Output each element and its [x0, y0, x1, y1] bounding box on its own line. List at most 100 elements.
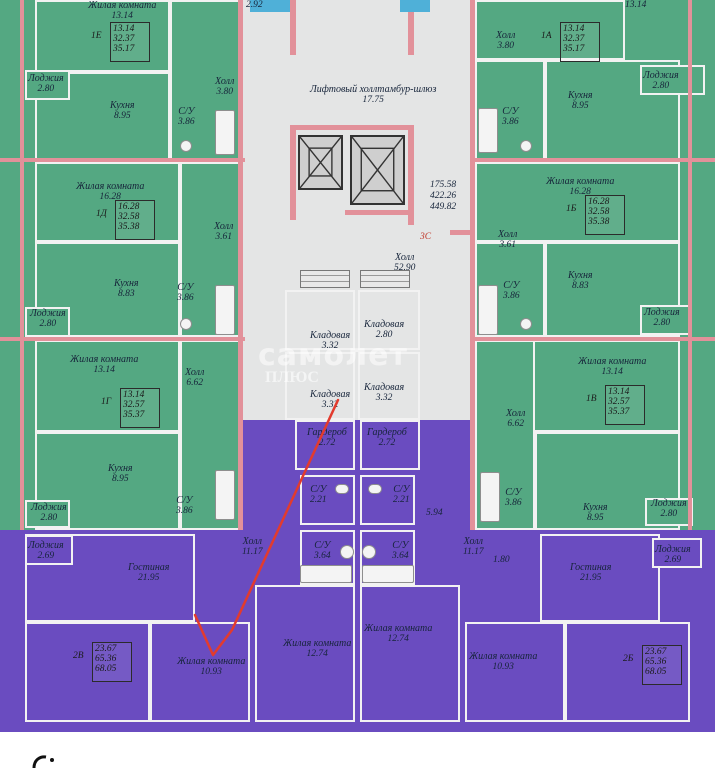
room-name: С/У: [503, 280, 520, 291]
room-area: 2.80: [37, 84, 55, 94]
sink: [340, 545, 354, 559]
room-hall-1g: [180, 340, 242, 530]
apartment-number: 1Б: [566, 204, 577, 214]
room-name: Лифтовый холл: [310, 84, 378, 95]
room-area: 2.80: [660, 509, 678, 519]
room-area: 3.64: [314, 551, 331, 561]
room-living-1b: [475, 162, 680, 242]
toilet: [520, 318, 532, 330]
apartment-area-total: 35.38: [588, 217, 610, 227]
room-living-1g: [35, 340, 180, 432]
room-name: Лоджия: [644, 307, 680, 318]
bathtub: [478, 108, 498, 153]
loggia-l2: [25, 307, 70, 337]
bathtub: [478, 285, 498, 335]
label-core-tag: 3С: [420, 232, 431, 243]
apartment-number: 1Е: [91, 31, 102, 41]
apartment-area-living: 16.28: [588, 197, 610, 207]
label-mid-val: 5.94: [426, 508, 443, 519]
room-area: 8.95: [571, 101, 589, 111]
apartment-area-live: 32.58: [588, 207, 610, 217]
watermark-sub-text: ПЛЮС: [265, 369, 319, 386]
room-wc-m2: [360, 475, 415, 525]
room-name: Лоджия: [655, 544, 691, 555]
wall: [290, 0, 296, 55]
room-name: Холл: [394, 252, 415, 263]
room-living-1a: [475, 0, 625, 60]
room-name: Жилая комната: [578, 356, 647, 367]
room-area: 2.21: [393, 495, 410, 505]
stair: [360, 270, 410, 288]
room-name: С/У: [314, 540, 331, 551]
room-area: 3.86: [178, 117, 195, 127]
room-name: Кладовая: [310, 330, 351, 341]
room-area: 6.62: [186, 378, 203, 388]
toilet: [335, 484, 349, 494]
room-name: Кухня: [114, 278, 139, 289]
bathtub: [480, 472, 500, 522]
room-area: 13.14: [93, 365, 115, 375]
wall: [470, 337, 715, 341]
room-area: 2.80: [653, 318, 671, 328]
room-area: 12.74: [306, 649, 328, 659]
room-area: 8.83: [571, 281, 589, 291]
room-area: 2.72: [378, 438, 396, 448]
apartment-area-live: 32.58: [118, 212, 140, 222]
room-area: 8.95: [111, 474, 129, 484]
room-area: 2.80: [39, 319, 57, 329]
wall: [290, 125, 414, 130]
wall: [0, 158, 245, 162]
room-name: Гардероб: [367, 427, 407, 438]
loggia-l4: [25, 535, 73, 565]
storage-1: [285, 290, 355, 350]
bottom-bar: [0, 732, 715, 768]
room-name: Лоджия: [28, 540, 64, 551]
room-name: С/У: [177, 282, 194, 293]
room-area: 3.86: [177, 293, 194, 303]
apartment-area-living: 13.14: [113, 24, 135, 34]
room-area: 3.86: [176, 506, 193, 516]
room-name: Лоджия: [30, 308, 66, 319]
room-name: Лоджия: [28, 73, 64, 84]
room-living-1e: [35, 0, 170, 72]
elevator-left: [298, 135, 343, 190]
room-area-2b: [565, 622, 690, 722]
apartment-area-live: 65.36: [95, 654, 117, 664]
room-bedroom-2v-small: [150, 622, 250, 722]
core-area-2: 422.26: [430, 191, 457, 201]
loggia-r4: [652, 538, 702, 568]
room-sub: тамбур-шлюз: [377, 84, 437, 95]
room-area: 2.72: [318, 438, 336, 448]
room-name: Кухня: [568, 270, 593, 281]
room-area: 3.80: [216, 87, 233, 97]
loggia-r3: [645, 498, 693, 526]
sink: [362, 545, 376, 559]
